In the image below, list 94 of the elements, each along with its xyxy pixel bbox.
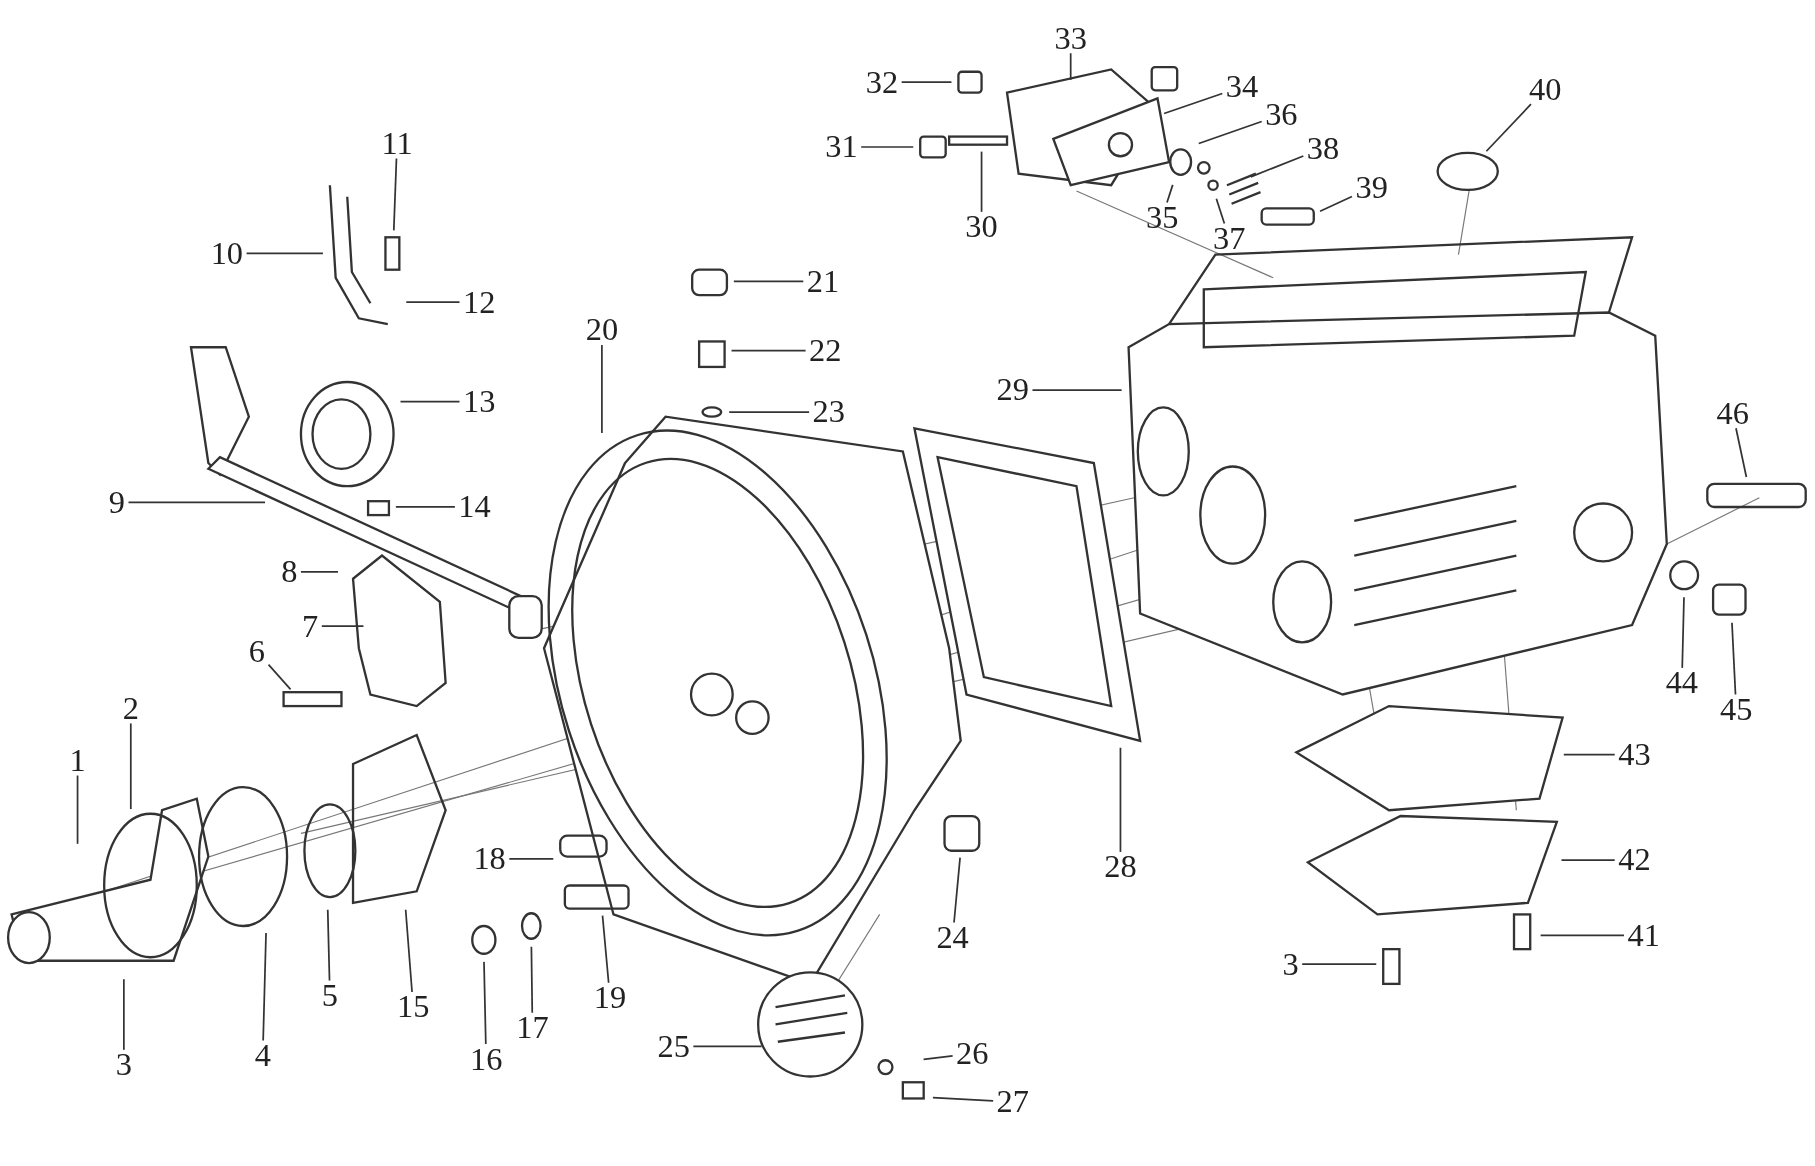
leader-line — [922, 1054, 954, 1061]
leader-line — [1681, 596, 1685, 669]
callout-number: 8 — [281, 554, 298, 590]
leader-line — [1163, 92, 1224, 115]
leader-line — [320, 625, 365, 628]
leader-line — [1539, 934, 1625, 937]
callout-number: 2 — [122, 691, 139, 726]
callout-number: 35 — [1145, 200, 1179, 235]
leader-line — [730, 349, 807, 352]
callout-number: 11 — [381, 126, 413, 161]
leader-line — [1560, 859, 1616, 861]
leader-line — [245, 252, 324, 255]
callout-number: 1 — [69, 743, 86, 778]
leader-line — [733, 280, 805, 283]
leader-line — [76, 774, 79, 845]
callout-number: 28 — [1104, 849, 1137, 885]
leader-line — [508, 858, 555, 860]
callout-number: 23 — [812, 394, 845, 430]
leader-line — [530, 945, 534, 1014]
leader-line — [127, 501, 266, 504]
callout-number: 7 — [302, 608, 319, 644]
leader-line — [399, 400, 461, 403]
leader-line — [267, 663, 292, 691]
callout-number: 43 — [1618, 737, 1651, 773]
callout-number: 3 — [1282, 946, 1299, 982]
leader-line — [1119, 746, 1122, 853]
leader-line — [932, 1096, 994, 1102]
leader-line — [129, 722, 132, 810]
leader-line — [1197, 120, 1263, 145]
leader-line — [601, 914, 610, 984]
leader-line — [1301, 963, 1378, 966]
callout-number: 6 — [248, 634, 266, 670]
leader-line — [980, 150, 983, 213]
leader-line — [692, 1045, 763, 1048]
leader-line — [1735, 427, 1748, 478]
leader-line — [728, 411, 810, 413]
leader-line — [392, 157, 398, 232]
callout-number: 5 — [321, 978, 338, 1013]
callout-number: 32 — [865, 64, 899, 100]
leader-line — [404, 908, 413, 993]
callout-number: 3 — [115, 1047, 132, 1083]
leader-line — [601, 344, 603, 434]
callout-number: 46 — [1716, 395, 1749, 431]
callout-number: 15 — [397, 989, 430, 1025]
leader-line — [1562, 753, 1616, 756]
callout-number: 27 — [996, 1084, 1029, 1120]
callout-number: 39 — [1355, 170, 1388, 205]
callout-number: 24 — [936, 920, 969, 955]
callout-number: 14 — [458, 489, 491, 525]
callout-number: 25 — [657, 1029, 690, 1064]
callout-number: 21 — [806, 263, 840, 299]
callout-number: 45 — [1720, 692, 1753, 727]
callout-number: 42 — [1618, 842, 1651, 878]
callout-number: 12 — [463, 284, 496, 320]
callout-number: 26 — [956, 1035, 989, 1071]
leader-line — [326, 908, 331, 982]
callout-number: 4 — [254, 1038, 271, 1073]
callout-number: 17 — [516, 1010, 549, 1046]
leader-line — [300, 570, 339, 573]
leader-line — [1731, 621, 1737, 696]
callout-number: 19 — [593, 980, 627, 1016]
leader-line — [953, 856, 961, 924]
leader-line — [1319, 195, 1353, 213]
leader-line — [1166, 184, 1174, 204]
callout-number: 40 — [1529, 71, 1562, 107]
leader-line — [1249, 155, 1305, 178]
callout-number: 9 — [108, 485, 125, 520]
callout-number: 10 — [210, 236, 244, 271]
callout-number: 34 — [1225, 69, 1259, 105]
leader-line — [860, 146, 915, 148]
callout-number: 22 — [809, 333, 842, 369]
leader-line — [900, 81, 953, 84]
leader-line — [1069, 52, 1072, 81]
callout-number: 44 — [1665, 665, 1699, 701]
callout-number: 30 — [965, 209, 998, 245]
callout-number: 41 — [1627, 917, 1660, 953]
callout-number: 37 — [1213, 221, 1246, 256]
callout-number: 31 — [825, 129, 858, 165]
leader-line — [1031, 389, 1123, 391]
callout-number: 38 — [1306, 130, 1340, 166]
leader-line — [405, 301, 461, 303]
callout-number: 33 — [1054, 20, 1087, 56]
leader-line — [483, 961, 487, 1045]
leader-line — [395, 506, 456, 508]
leader-line — [262, 932, 267, 1042]
callout-number: 18 — [473, 841, 506, 877]
callout-number: 20 — [585, 312, 619, 348]
leader-line — [1485, 103, 1532, 153]
callout-number: 36 — [1265, 97, 1298, 132]
callout-number: 13 — [463, 384, 496, 419]
leader-line — [1215, 197, 1226, 225]
callout-number: 29 — [996, 372, 1029, 408]
leader-line — [122, 978, 125, 1051]
callout-number: 16 — [469, 1041, 503, 1077]
